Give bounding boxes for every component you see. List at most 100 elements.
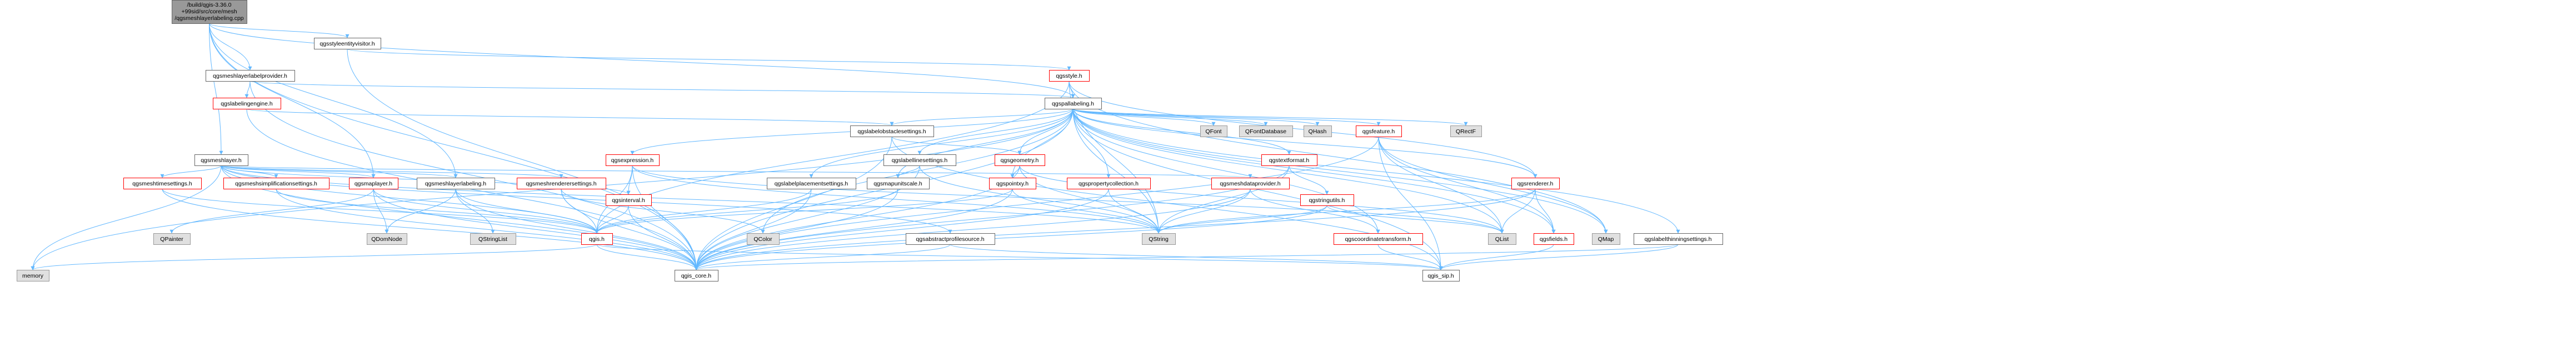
- node-qgstringutils[interactable]: qgstringutils.h: [1300, 194, 1354, 206]
- edge-qgsrenderer-to-QString: [1156, 188, 1536, 234]
- node-box-qgsabstractprofilesource: [906, 233, 995, 245]
- node-qgsabstractprofilesource[interactable]: qgsabstractprofilesource.h: [906, 233, 995, 245]
- node-qgsgeometry[interactable]: qgsgeometry.h: [995, 154, 1045, 166]
- node-qgsmeshlayerlabeling[interactable]: qgsmeshlayerlabeling.h: [417, 178, 495, 189]
- node-qgsmapunitscale[interactable]: qgsmapunitscale.h: [867, 178, 930, 189]
- node-label-qgspropertycollection: qgspropertycollection.h: [1079, 180, 1139, 187]
- node-qgsstyleentityvisitor[interactable]: qgsstyleentityvisitor.h: [314, 38, 381, 49]
- node-label-qgsmeshrenderersettings: qgsmeshrenderersettings.h: [526, 180, 596, 187]
- node-qgis_sip[interactable]: qgis_sip.h: [1422, 270, 1460, 281]
- edge-qgsmeshlayer-to-qgsmeshrenderersettings: [221, 165, 563, 178]
- node-label-QColor: QColor: [753, 236, 772, 243]
- node-qgspointxy[interactable]: qgspointxy.h: [989, 178, 1036, 189]
- edge-qgspointxy-to-qgis: [595, 188, 1013, 234]
- node-qgslabelthinningsettings[interactable]: qgslabelthinningsettings.h: [1634, 233, 1723, 245]
- node-box-qgsmaplayer: [349, 178, 398, 189]
- node-box-QPainter: [153, 233, 191, 245]
- edge-qgslabelplacementsettings-to-qgis_core: [694, 188, 812, 270]
- node-qgsmeshrenderersettings[interactable]: qgsmeshrenderersettings.h: [517, 178, 606, 189]
- node-box-qgspointxy: [989, 178, 1036, 189]
- node-qgsstyle[interactable]: qgsstyle.h: [1049, 70, 1090, 82]
- edge-qgspallabeling-to-qgspropertycollection: [1072, 108, 1111, 178]
- edge-qgsmeshlayer-to-qgsabstractprofilesource: [221, 165, 952, 234]
- edge-qgspallabeling-to-QHash: [1072, 108, 1320, 126]
- node-label-qgsmeshsimplificationsettings: qgsmeshsimplificationsettings.h: [235, 180, 317, 187]
- edge-qgsmeshlayerlabeling-to-qgis: [455, 188, 599, 234]
- edge-qgsfeature-to-qgis_sip: [1378, 136, 1443, 270]
- edge-qgsfeature-to-QList: [1378, 136, 1504, 234]
- node-qgsexpression[interactable]: qgsexpression.h: [606, 154, 660, 166]
- node-QPainter[interactable]: QPainter: [153, 233, 191, 245]
- node-qgstextformat[interactable]: qgstextformat.h: [1261, 154, 1317, 166]
- node-label-qgis_sip: qgis_sip.h: [1427, 273, 1454, 279]
- node-QList[interactable]: QList: [1488, 233, 1516, 245]
- node-qgsmeshtimesettings[interactable]: qgsmeshtimesettings.h: [123, 178, 202, 189]
- node-memory[interactable]: memory: [17, 270, 49, 281]
- node-qgslabelplacementsettings[interactable]: qgslabelplacementsettings.h: [767, 178, 856, 189]
- node-QRectF[interactable]: QRectF: [1450, 125, 1482, 137]
- edge-qgsmeshdataprovider-to-QString: [1156, 188, 1251, 234]
- edge-qgsexpression-to-QString: [632, 165, 1161, 234]
- node-qgsmaplayer[interactable]: qgsmaplayer.h: [349, 178, 398, 189]
- node-qgsmeshlayer[interactable]: qgsmeshlayer.h: [194, 154, 248, 166]
- edge-qgsmeshlayerlabelprovider-to-qgslabelingengine: [244, 81, 251, 98]
- node-QString[interactable]: QString: [1142, 233, 1176, 245]
- node-box-qgsmapunitscale: [867, 178, 930, 189]
- node-box-QList: [1488, 233, 1516, 245]
- node-qgspropertycollection[interactable]: qgspropertycollection.h: [1067, 178, 1151, 189]
- node-qgsmeshsimplificationsettings[interactable]: qgsmeshsimplificationsettings.h: [223, 178, 330, 189]
- edge-qgspallabeling-to-qgslabelthinningsettings: [1072, 108, 1680, 234]
- node-box-qgsexpression: [606, 154, 660, 166]
- node-qgsinterval[interactable]: qgsinterval.h: [606, 194, 652, 206]
- node-label-QPainter: QPainter: [160, 236, 183, 243]
- node-qgis_core[interactable]: qgis_core.h: [675, 270, 718, 281]
- node-qgsmeshlayerlabelprovider[interactable]: qgsmeshlayerlabelprovider.h: [206, 70, 295, 82]
- node-qgscoordinatetransform[interactable]: qgscoordinatetransform.h: [1334, 233, 1423, 245]
- node-label-qgspallabeling: qgspallabeling.h: [1052, 100, 1094, 107]
- node-QColor[interactable]: QColor: [747, 233, 780, 245]
- node-box-QMap: [1592, 233, 1620, 245]
- edge-qgsmeshlayer-to-memory: [31, 165, 222, 270]
- edge-qgslabelplacementsettings-to-qgis: [595, 188, 812, 234]
- node-label-qgis: qgis.h: [589, 236, 605, 243]
- edge-qgspallabeling-to-QColor: [761, 108, 1074, 234]
- node-qgslabelingengine[interactable]: qgslabelingengine.h: [213, 98, 281, 109]
- edge-qgsfeature-to-qgis_core: [694, 136, 1379, 270]
- node-box-qgslabelingengine: [213, 98, 281, 109]
- node-QHash[interactable]: QHash: [1304, 125, 1332, 137]
- edge-qgsabstractprofilesource-to-qgis_sip: [950, 244, 1443, 270]
- node-label-qgsfeature: qgsfeature.h: [1362, 128, 1395, 135]
- edge-qgsstyleentityvisitor-to-qgsstyle: [347, 48, 1071, 71]
- edge-qgsmeshsimplificationsettings-to-qgis_core: [276, 188, 698, 270]
- node-QMap[interactable]: QMap: [1592, 233, 1620, 245]
- node-QFontDatabase[interactable]: QFontDatabase: [1239, 125, 1293, 137]
- node-root[interactable]: /build/qgis-3.36.0+99sid/src/core/mesh/q…: [172, 0, 247, 24]
- node-qgslabelobstaclesettings[interactable]: qgslabelobstaclesettings.h: [850, 125, 934, 137]
- edge-qgspallabeling-to-qgstextformat: [1072, 108, 1291, 155]
- node-qgis[interactable]: qgis.h: [581, 233, 613, 245]
- edge-qgstextformat-to-QString: [1156, 165, 1290, 234]
- edge-qgsmeshlayerlabeling-to-QDomNode: [385, 188, 456, 234]
- node-QDomNode[interactable]: QDomNode: [367, 233, 407, 245]
- node-label-qgslabelobstaclesettings: qgslabelobstaclesettings.h: [857, 128, 926, 135]
- node-qgspallabeling[interactable]: qgspallabeling.h: [1045, 98, 1102, 109]
- node-box-qgsinterval: [606, 194, 652, 206]
- node-QStringList[interactable]: QStringList: [470, 233, 516, 245]
- node-label-qgsrenderer: qgsrenderer.h: [1517, 180, 1554, 187]
- nodes-layer: /build/qgis-3.36.0+99sid/src/core/mesh/q…: [17, 0, 1723, 281]
- node-qgsmeshdataprovider[interactable]: qgsmeshdataprovider.h: [1211, 178, 1290, 189]
- node-qgslabellinesettings[interactable]: qgslabellinesettings.h: [883, 154, 956, 166]
- node-QFont[interactable]: QFont: [1200, 125, 1227, 137]
- edge-qgsmeshrenderersettings-to-qgis: [561, 188, 599, 234]
- edge-qgspointxy-to-QString: [1012, 188, 1161, 234]
- node-label-qgsmapunitscale: qgsmapunitscale.h: [873, 180, 922, 187]
- edge-qgsmeshlayer-to-qgsmeshtimesettings: [160, 165, 222, 178]
- node-qgsfeature[interactable]: qgsfeature.h: [1356, 125, 1402, 137]
- node-qgsrenderer[interactable]: qgsrenderer.h: [1511, 178, 1560, 189]
- edge-qgis-to-qgis_sip: [596, 244, 1443, 270]
- node-label-QString: QString: [1149, 236, 1169, 243]
- edge-qgspallabeling-to-QMap: [1072, 108, 1608, 234]
- edge-qgspallabeling-to-qgsfields: [1072, 108, 1556, 234]
- node-label-qgsmeshtimesettings: qgsmeshtimesettings.h: [132, 180, 192, 187]
- node-qgsfields[interactable]: qgsfields.h: [1534, 233, 1574, 245]
